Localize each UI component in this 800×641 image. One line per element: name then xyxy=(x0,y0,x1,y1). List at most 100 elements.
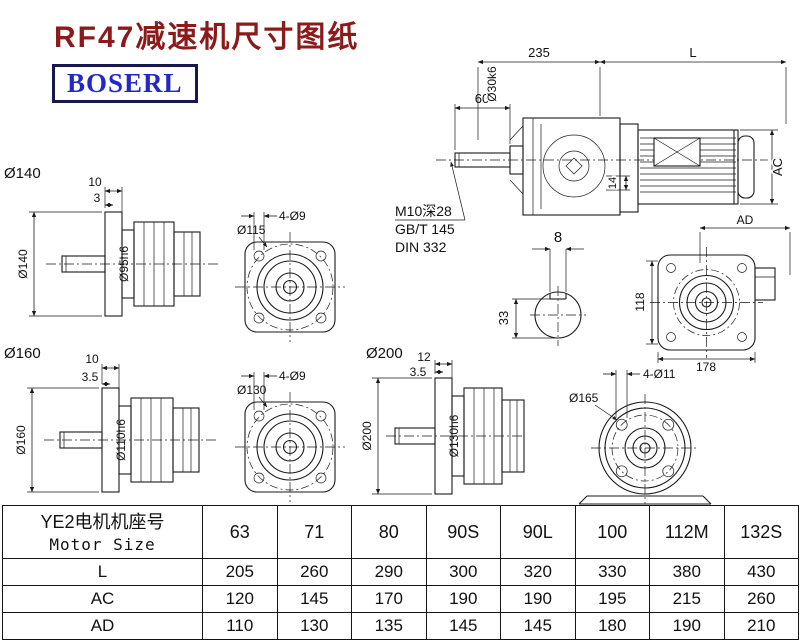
keyway-geometry xyxy=(530,286,586,346)
value-cell: 300 xyxy=(425,558,501,586)
flange-200-dimensions: 12 3.5 Ø200 Ø130h6 xyxy=(359,350,463,495)
value-cell: 145 xyxy=(500,612,576,640)
dimension-table: YE2电机机座号 Motor Size 63 71 80 90S 90L 100… xyxy=(2,505,799,640)
value-cell: 190 xyxy=(649,612,725,640)
value-cell: 205 xyxy=(202,558,278,586)
shaft-diameter-label: Ø30k6 xyxy=(485,66,499,102)
dim-holes-4d11: 4-Ø11 xyxy=(643,367,676,381)
row-label-cell: L xyxy=(2,558,203,586)
frame-size-cell: 71 xyxy=(276,505,352,559)
note-gb-standard: GB/T 145 xyxy=(395,221,455,237)
dim-3-5: 3.5 xyxy=(410,365,427,379)
square-115-geometry xyxy=(235,232,345,342)
dim-AD: AD xyxy=(737,213,754,227)
motor-size-header-en: Motor Size xyxy=(49,534,156,554)
page-title: RF47减速机尺寸图纸 xyxy=(54,21,360,54)
shaft-keyway-view: 8 33 xyxy=(488,228,603,358)
value-cell: 135 xyxy=(351,612,427,640)
flange-160-view: Ø160 10 3.5 Ø160 Ø110h6 xyxy=(2,342,227,500)
flange-140-label: Ø140 xyxy=(4,165,41,182)
value-cell: 210 xyxy=(723,612,799,640)
rear-view: AD 118 178 xyxy=(632,213,800,374)
value-cell: 180 xyxy=(574,612,650,640)
keyway-dimensions: 8 33 xyxy=(495,229,584,339)
square-flange-130-view: 4-Ø9 Ø130 xyxy=(233,356,368,506)
frame-size-cell: 63 xyxy=(202,505,278,559)
value-cell: 170 xyxy=(351,585,427,613)
rear-view-dimensions: AD 118 178 xyxy=(632,213,791,374)
value-cell: 430 xyxy=(723,558,799,586)
dim-AC: AC xyxy=(770,158,785,176)
motor-dimension-table: YE2电机机座号 Motor Size 63 71 80 90S 90L 100… xyxy=(2,505,799,640)
round-165-dimensions: 4-Ø11 Ø165 xyxy=(569,367,676,421)
dim-L: L xyxy=(689,45,696,60)
value-cell: 195 xyxy=(574,585,650,613)
dim-holes-4d9: 4-Ø9 xyxy=(279,209,306,223)
table-header-row: YE2电机机座号 Motor Size 63 71 80 90S 90L 100… xyxy=(2,505,799,559)
dim-8: 8 xyxy=(554,229,562,246)
frame-size-cell: 112M xyxy=(649,505,725,559)
value-cell: 130 xyxy=(276,612,352,640)
dim-holes-4d9: 4-Ø9 xyxy=(279,369,306,383)
main-assembly-dimensions: 235 L 60 Ø30k6 AC 14 xyxy=(454,45,787,205)
frame-size-cell: 80 xyxy=(351,505,427,559)
value-cell: 380 xyxy=(649,558,725,586)
flange-140-view: Ø140 10 3 Ø140 Ø95h6 xyxy=(2,160,227,340)
notes-leader xyxy=(395,161,466,221)
dim-33: 33 xyxy=(496,311,511,325)
dim-3-5: 3.5 xyxy=(82,370,99,384)
row-label-cell: AC xyxy=(2,585,203,613)
dim-dia-160: Ø160 xyxy=(14,425,28,455)
table-row-L: L 205 260 290 300 320 330 380 430 xyxy=(2,558,799,586)
flange-200-geometry xyxy=(386,377,525,495)
value-cell: 120 xyxy=(202,585,278,613)
thread-notes: M10深28 GB/T 145 DIN 332 xyxy=(393,161,503,270)
dim-10: 10 xyxy=(88,175,102,189)
dim-14: 14 xyxy=(607,177,619,189)
square-flange-115-view: 4-Ø9 Ø115 xyxy=(233,196,368,346)
dim-dia-140: Ø140 xyxy=(16,249,30,279)
dim-dia-165: Ø165 xyxy=(569,391,599,405)
value-cell: 260 xyxy=(276,558,352,586)
motor-size-header-cn: YE2电机机座号 xyxy=(40,512,165,533)
main-assembly-geometry xyxy=(436,117,768,216)
flange-160-dimensions: 10 3.5 Ø160 Ø110h6 xyxy=(13,352,130,493)
value-cell: 145 xyxy=(425,612,501,640)
dim-60: 60 xyxy=(475,91,489,106)
dim-3: 3 xyxy=(94,191,101,205)
row-label-cell: AD xyxy=(2,612,203,640)
rear-view-geometry xyxy=(650,247,776,358)
frame-size-cell: 100 xyxy=(574,505,650,559)
flange-140-geometry xyxy=(46,211,218,317)
round-165-geometry xyxy=(578,394,712,505)
dim-12: 12 xyxy=(417,350,431,364)
value-cell: 145 xyxy=(276,585,352,613)
flange-160-label: Ø160 xyxy=(4,345,41,362)
square-115-dimensions: 4-Ø9 Ø115 xyxy=(237,209,306,250)
value-cell: 260 xyxy=(723,585,799,613)
value-cell: 290 xyxy=(351,558,427,586)
table-row-AC: AC 120 145 170 190 190 195 215 260 xyxy=(2,585,799,613)
table-row-AD: AD 110 130 135 145 145 180 190 210 xyxy=(2,612,799,640)
value-cell: 110 xyxy=(202,612,278,640)
square-130-dimensions: 4-Ø9 Ø130 xyxy=(237,369,306,410)
frame-size-cell: 90L xyxy=(500,505,576,559)
main-assembly-view: 235 L 60 Ø30k6 AC 14 xyxy=(428,40,800,236)
value-cell: 190 xyxy=(500,585,576,613)
dim-dia-200: Ø200 xyxy=(360,421,374,451)
flange-200-label: Ø200 xyxy=(366,345,403,362)
flange-160-geometry xyxy=(44,387,218,493)
frame-size-cell: 90S xyxy=(425,505,501,559)
frame-size-cell: 132S xyxy=(723,505,799,559)
logo-text: BOSERL xyxy=(67,68,183,98)
value-cell: 330 xyxy=(574,558,650,586)
value-cell: 320 xyxy=(500,558,576,586)
dim-235: 235 xyxy=(528,45,550,60)
dim-118: 118 xyxy=(633,292,647,311)
flange-140-dimensions: 10 3 Ø140 Ø95h6 xyxy=(15,175,133,317)
motor-size-header-cell: YE2电机机座号 Motor Size xyxy=(2,505,203,559)
dim-dia-130: Ø130 xyxy=(237,383,267,397)
round-flange-165-view: 4-Ø11 Ø165 xyxy=(565,356,735,506)
boserl-logo: BOSERL xyxy=(52,64,198,103)
dim-178: 178 xyxy=(696,360,716,374)
